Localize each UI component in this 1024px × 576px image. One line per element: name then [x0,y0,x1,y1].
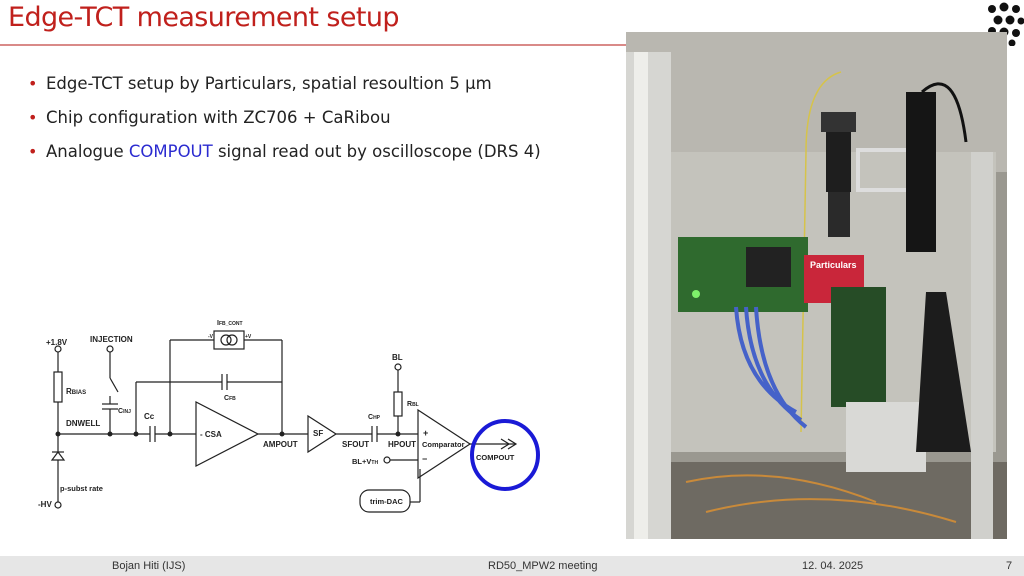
injection-label: INJECTION [90,335,133,344]
cc-label: Cc [144,412,155,421]
particulars-sign: Particulars [810,260,857,270]
bullet-item: Analogue COMPOUT signal read out by osci… [28,142,541,176]
footer-author: Bojan Hiti (IJS) [112,560,186,572]
compout-label: COMPOUT [476,453,515,462]
compout-highlight-circle [470,419,540,491]
csa-label: - CSA [200,430,222,439]
blvth-label: BL+VTH [352,457,378,466]
cfb-label: CFB [224,395,236,402]
slide-footer: Bojan Hiti (IJS) RD50_MPW2 meeting 12. 0… [0,556,1024,576]
bullet-list: Edge-TCT setup by Particulars, spatial r… [28,74,541,176]
cinj-label: CINJ [118,408,131,415]
dnwell-label: DNWELL [66,419,100,428]
trimdac-label: trim-DAC [370,497,403,506]
sfout-label: SFOUT [342,440,369,449]
ampout-label: AMPOUT [263,440,298,449]
compout-highlight: COMPOUT [128,142,213,161]
bullet-item: Chip configuration with ZC706 + CaRibou [28,108,541,142]
bullet-text-post: signal read out by oscilloscope (DRS 4) [212,142,541,161]
plus-v-label: +V [245,334,252,340]
chp-label: CHP [368,414,381,421]
bullet-text: Edge-TCT setup by Particulars, spatial r… [46,74,492,93]
bullet-text: Chip configuration with ZC706 + CaRibou [46,108,391,127]
footer-page-number: 7 [1006,560,1013,572]
vdd-label: +1.8V [46,338,68,347]
bullet-item: Edge-TCT setup by Particulars, spatial r… [28,74,541,108]
footer-date: 12. 04. 2025 [802,560,864,572]
hv-label: -HV [38,500,52,509]
pixel-schematic: +1.8V INJECTION IFB_CONT -V +V RBIAS CIN… [38,320,540,513]
footer-meeting: RD50_MPW2 meeting [488,560,598,572]
setup-photo: Particulars [626,32,1007,539]
plus-label: + [423,428,428,438]
ifb-label: IFB_CONT [217,320,243,327]
minus-label: − [422,454,427,464]
bl-label: BL [392,353,403,362]
psub-label: p-subst rate [60,484,103,493]
bullet-text-pre: Analogue [46,142,129,161]
rbl-label: RBL [407,401,419,408]
title-rule [0,44,626,46]
slide-title: Edge-TCT measurement setup [8,2,400,33]
hpout-label: HPOUT [388,440,416,449]
minus-v-label: -V [208,334,214,340]
rbias-label: RBIAS [66,387,86,396]
comparator-label: Comparator [422,440,465,449]
sf-label: SF [313,429,323,438]
